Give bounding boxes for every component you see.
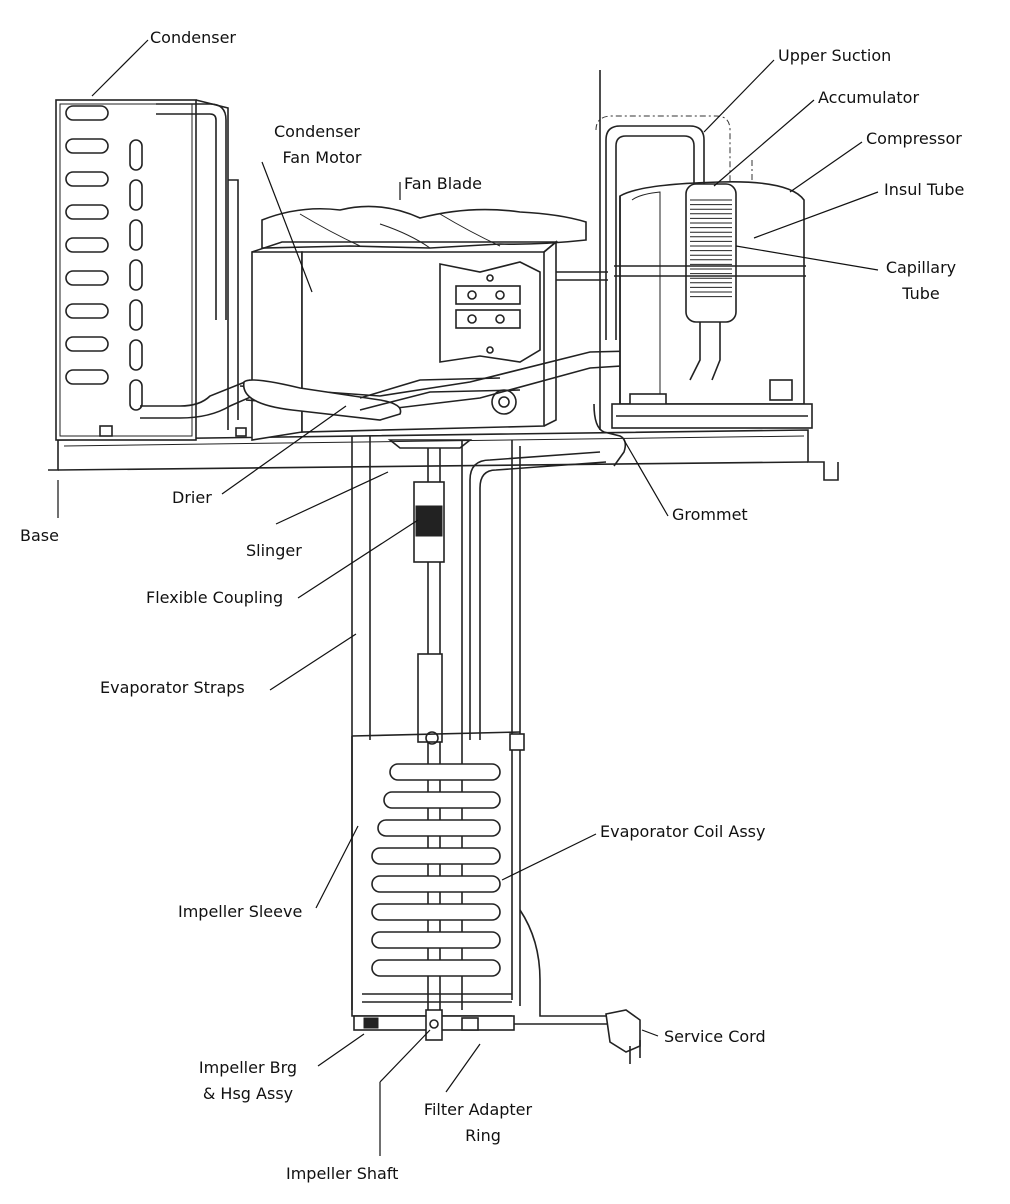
condenser-slot — [65, 369, 109, 385]
condenser-slot — [65, 336, 109, 352]
label-grommet: Grommet — [672, 505, 748, 524]
condenser-slot — [65, 303, 109, 319]
leader-lines — [57, 39, 879, 1156]
label-condenser-fan-motor-line2: Fan Motor — [282, 148, 362, 167]
condenser-slot — [65, 105, 109, 121]
condenser-fin — [129, 179, 143, 211]
label-impeller-brg-line2: & Hsg Assy — [202, 1084, 294, 1103]
label-impeller-sleeve: Impeller Sleeve — [178, 902, 303, 921]
label-impeller-brg-hsg-assy: Impeller Brg & Hsg Assy — [186, 1058, 310, 1104]
evaporator-coil-turn — [377, 819, 501, 837]
condenser-slot — [65, 237, 109, 253]
condenser-fin — [129, 299, 143, 331]
label-evaporator-straps: Evaporator Straps — [100, 678, 245, 697]
evaporator-coil-turn — [389, 763, 501, 781]
label-filter-adapter-line2: Ring — [465, 1126, 501, 1145]
condenser-shape — [55, 99, 263, 441]
label-compressor: Compressor — [866, 129, 962, 148]
evaporator-coil-turn — [383, 791, 501, 809]
label-insul-tube: Insul Tube — [884, 180, 965, 199]
evaporator-coil-turn — [371, 875, 501, 893]
label-capillary-tube-line1: Capillary — [885, 258, 957, 277]
condenser-slot — [65, 138, 109, 154]
condenser-fin — [129, 139, 143, 171]
condenser-fin — [129, 259, 143, 291]
base-plate — [48, 429, 839, 481]
service-cord-plug — [605, 1009, 641, 1064]
label-condenser-fan-motor: Condenser Fan Motor — [262, 122, 372, 168]
condenser-fin — [129, 219, 143, 251]
condenser-slot — [65, 171, 109, 187]
label-drier: Drier — [172, 488, 212, 507]
evaporator-coil-turn — [371, 903, 501, 921]
evaporator-coil-turn — [371, 959, 501, 977]
impeller-bottom — [353, 993, 515, 1041]
label-fan-blade: Fan Blade — [404, 174, 482, 193]
label-capillary-tube: Capillary Tube — [874, 258, 968, 304]
label-flexible-coupling: Flexible Coupling — [146, 588, 284, 607]
fan-motor-housing — [239, 205, 685, 441]
label-service-cord: Service Cord — [664, 1027, 766, 1046]
condenser-slot — [65, 270, 109, 286]
condenser-fin — [129, 379, 143, 411]
condenser-slot — [65, 204, 109, 220]
label-condenser: Condenser — [150, 28, 236, 47]
label-filter-adapter-line1: Filter Adapter — [423, 1100, 533, 1119]
label-accumulator: Accumulator — [818, 88, 920, 107]
label-capillary-tube-line2: Tube — [902, 284, 940, 303]
label-slinger: Slinger — [246, 541, 302, 560]
label-impeller-brg-line1: Impeller Brg — [198, 1058, 298, 1077]
label-filter-adapter-ring: Filter Adapter Ring — [410, 1100, 546, 1146]
compressor-shape — [593, 70, 813, 467]
label-upper-suction: Upper Suction — [778, 46, 892, 65]
label-condenser-fan-motor-line1: Condenser — [274, 122, 360, 141]
label-evaporator-coil-assy: Evaporator Coil Assy — [600, 822, 766, 841]
label-impeller-shaft: Impeller Shaft — [286, 1164, 399, 1183]
evaporator-coil-turn — [371, 931, 501, 949]
evaporator-column — [351, 436, 610, 1040]
condenser-fin — [129, 339, 143, 371]
evaporator-coil-turn — [371, 847, 501, 865]
label-base: Base — [20, 526, 59, 545]
